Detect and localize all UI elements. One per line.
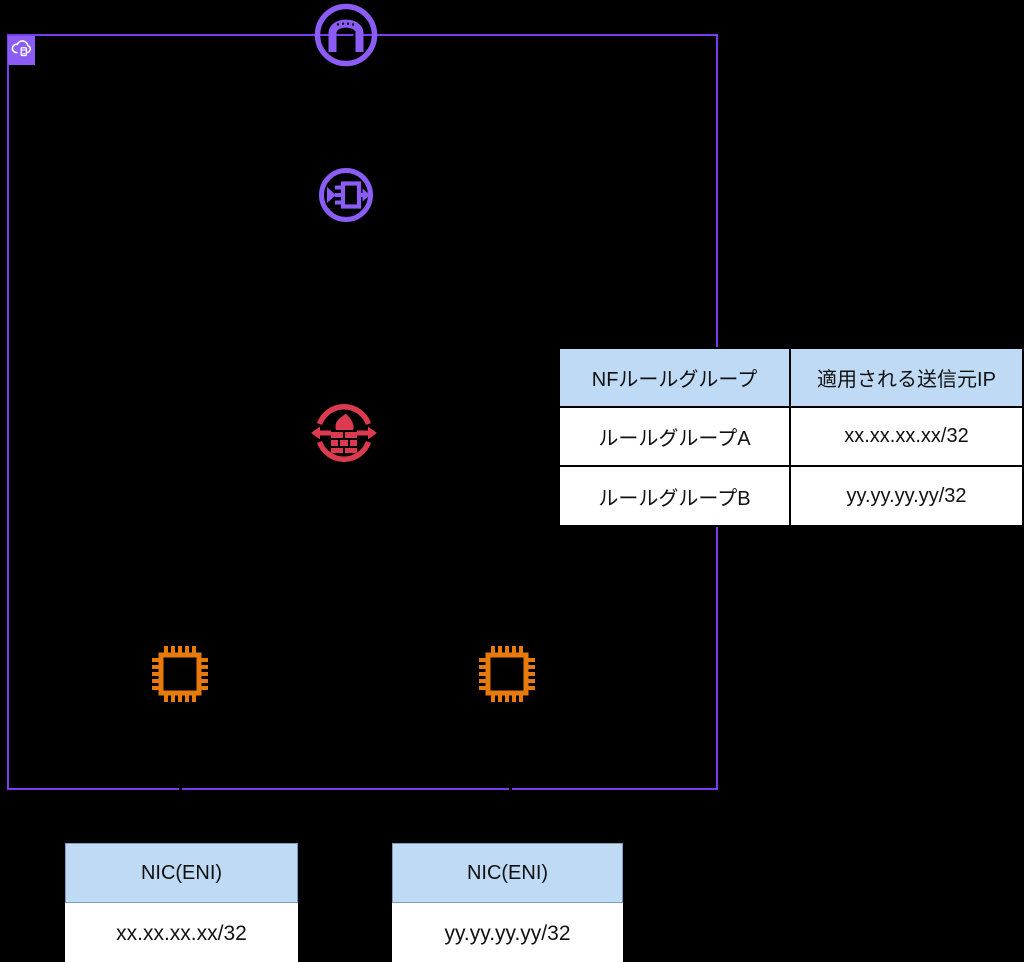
vpc-endpoint-icon [316,165,376,230]
rule-table-header-sourceip: 適用される送信元IP [789,349,1022,406]
network-firewall-icon [308,397,380,474]
vpc-cloud-icon [10,37,33,65]
rule-table-cell: ルールグループA [560,406,789,465]
nic-table-header: NIC(ENI) [65,843,298,903]
nic-table-value: xx.xx.xx.xx/32 [65,903,298,962]
nic-table-header: NIC(ENI) [392,843,623,903]
nic-table-right: NIC(ENI) yy.yy.yy.yy/32 [392,843,623,962]
rule-table-cell: ルールグループB [560,465,789,525]
rule-table-cell: yy.yy.yy.yy/32 [789,465,1022,525]
rule-table-header-group: NFルールグループ [560,349,789,406]
eni-chip-icon-right [476,643,538,710]
vpc-badge [8,36,35,65]
eni-chip-icon-left [149,643,211,710]
nic-table-left: NIC(ENI) xx.xx.xx.xx/32 [65,843,298,962]
internet-gateway-icon [311,0,381,75]
rule-table-cell: xx.xx.xx.xx/32 [789,406,1022,465]
nic-table-value: yy.yy.yy.yy/32 [392,903,623,962]
connector-notch-right [509,785,512,794]
connector-notch-left [179,785,182,794]
rule-table: NFルールグループ 適用される送信元IP ルールグループA xx.xx.xx.x… [558,347,1024,527]
